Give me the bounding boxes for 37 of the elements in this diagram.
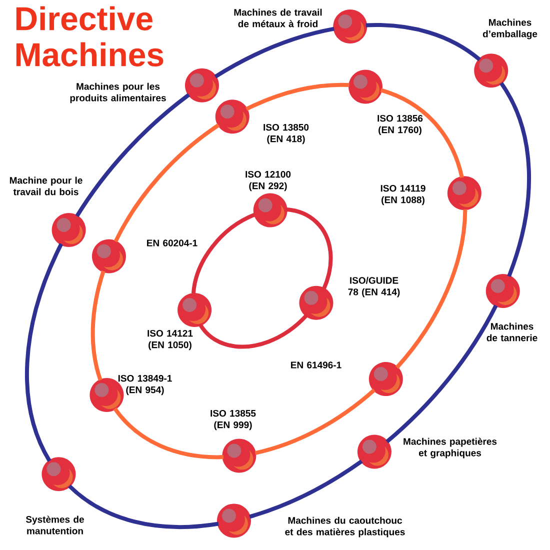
node-label: Machines du caoutchouc et des matières plastiques <box>285 516 405 538</box>
ring-arc <box>366 23 481 62</box>
node-label: Machines papetières et graphiques <box>404 438 497 458</box>
ring-arc <box>113 407 224 460</box>
node-label: ISO 13855 (EN 999) <box>210 410 256 430</box>
ring-arc <box>380 88 464 178</box>
ring-arc <box>25 243 64 462</box>
node-label: ISO 14121 (EN 1050) <box>148 330 193 350</box>
node-label: Machines de tannerie <box>486 322 538 342</box>
node-label: EN 61496-1 <box>291 362 342 368</box>
ring-arc <box>386 304 498 444</box>
ring-arc <box>68 484 219 529</box>
node-label: ISO 14119 (EN 1088) <box>380 184 426 206</box>
title: Directive Machines <box>16 6 164 66</box>
node-label: ISO 13849-1 (EN 954) <box>118 374 172 396</box>
ring-arc <box>90 270 106 381</box>
node-label: Machine pour le travail du bois <box>10 176 82 196</box>
ring-arc <box>198 314 308 349</box>
node-label: ISO 12100 (EN 292) <box>246 170 291 192</box>
ring-arc <box>75 93 190 218</box>
ring-arc <box>191 212 256 294</box>
node-label: Machines pour les produits alimentaires <box>70 82 166 104</box>
node-label: EN 60204-1 <box>147 240 198 246</box>
ring-arc <box>114 123 220 242</box>
node-label: ISO/GUIDE 78 (EN 414) <box>348 276 400 298</box>
node-label: Machines de travail de métaux à froid <box>234 8 322 28</box>
node-label: Systèmes de manutention <box>26 516 84 534</box>
node-label: Machines d’emballage <box>482 18 538 40</box>
ring-arc <box>286 207 333 290</box>
node-label: ISO 13850 (EN 418) <box>264 124 309 144</box>
ring-arc <box>214 26 334 78</box>
ring-arc <box>254 388 376 455</box>
ring-arc <box>249 460 363 519</box>
node-label: ISO 13856 (EN 1760) <box>378 114 423 136</box>
ring-arc <box>500 82 531 278</box>
ring-arc <box>245 82 350 111</box>
ring-arc <box>395 209 468 369</box>
